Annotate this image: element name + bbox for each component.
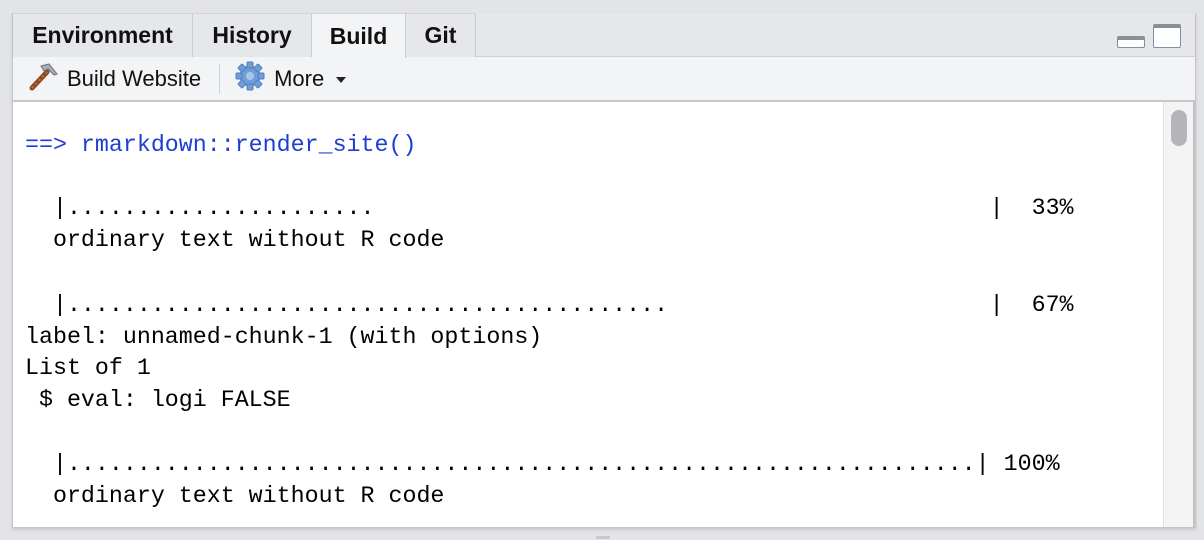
tab-git[interactable]: Git: [406, 13, 476, 57]
more-menu-button[interactable]: More: [234, 57, 347, 100]
console-line: ordinary text without R code: [25, 227, 445, 253]
pane-resize-handle[interactable]: [596, 536, 610, 539]
maximize-pane-icon[interactable]: [1153, 24, 1181, 48]
pane-tab-bar: Environment History Build Git: [13, 13, 1195, 58]
minimize-pane-icon[interactable]: [1117, 36, 1145, 48]
tab-build[interactable]: Build: [312, 13, 406, 58]
console-command: ==> rmarkdown::render_site(): [25, 132, 417, 158]
more-label: More: [274, 65, 325, 91]
console-line: ordinary text without R code: [25, 483, 445, 509]
build-website-button[interactable]: Build Website: [27, 57, 201, 100]
console-line: $ eval: logi FALSE: [25, 387, 291, 413]
build-console-output[interactable]: ==> rmarkdown::render_site() |..........…: [13, 102, 1163, 527]
progress-line-100: |.......................................…: [25, 451, 1060, 477]
scrollbar-thumb[interactable]: [1171, 110, 1187, 146]
progress-line-67: |.......................................…: [25, 292, 1074, 318]
chevron-down-icon: [336, 77, 347, 83]
gear-icon: [234, 60, 266, 98]
build-toolbar: Build Website: [13, 57, 1195, 102]
pane-window-controls: [1117, 24, 1181, 48]
console-line: List of 1: [25, 355, 151, 381]
hammer-icon: [27, 60, 59, 98]
build-website-label: Build Website: [67, 65, 202, 91]
progress-line-33: |...................... | 33%: [25, 195, 1074, 221]
console-scrollbar[interactable]: [1163, 102, 1195, 527]
console-line: label: unnamed-chunk-1 (with options): [25, 324, 543, 350]
tab-environment[interactable]: Environment: [13, 13, 193, 57]
build-pane: Environment History Build Git Build Webs…: [12, 13, 1196, 528]
toolbar-separator: [219, 63, 221, 94]
tab-history[interactable]: History: [193, 13, 312, 57]
